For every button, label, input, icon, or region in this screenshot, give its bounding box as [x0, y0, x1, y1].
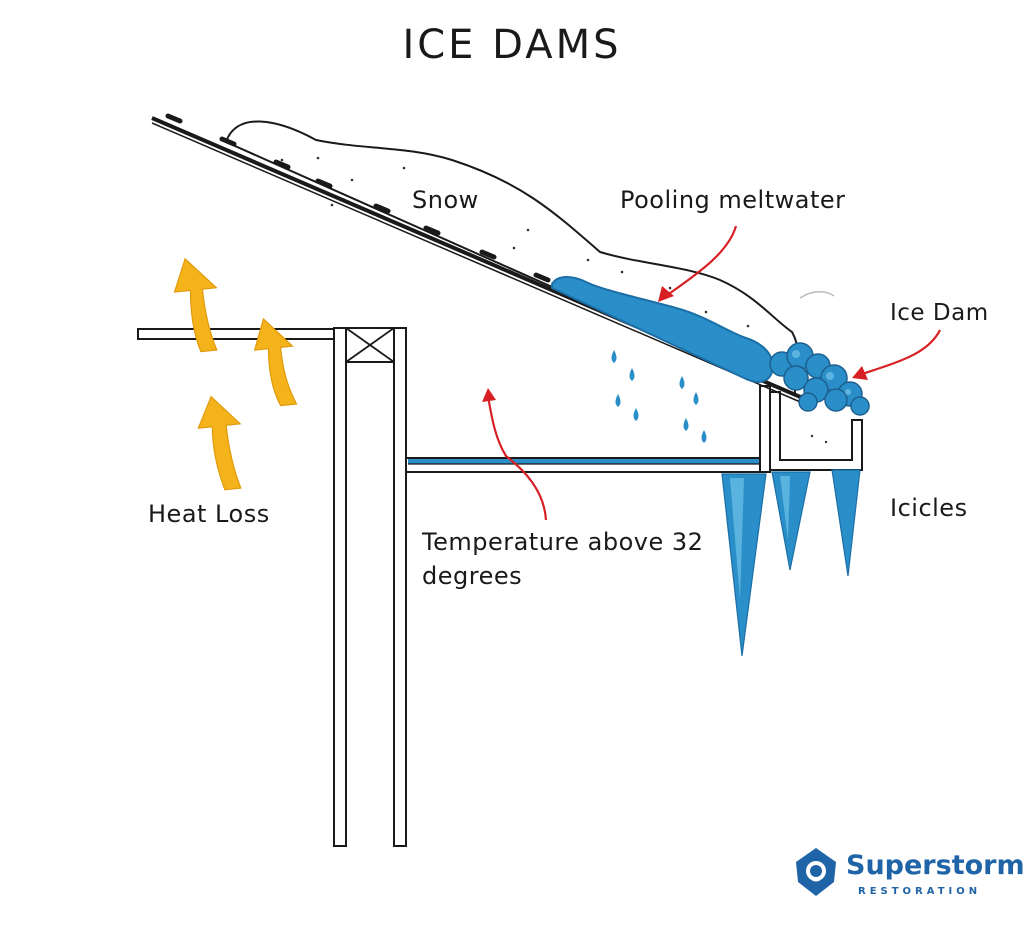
label-temperature-line1: Temperature above 32	[422, 528, 704, 556]
gutter	[769, 391, 863, 471]
pooling-meltwater	[551, 276, 774, 383]
diagram-title: ICE DAMS	[402, 22, 622, 68]
ice-dam	[769, 342, 870, 416]
superstorm-logo-icon	[796, 848, 836, 896]
insulation-strip	[408, 459, 760, 464]
gutter-specks	[810, 434, 828, 444]
label-snow: Snow	[412, 186, 479, 214]
label-pooling-meltwater: Pooling meltwater	[620, 186, 846, 214]
fascia-board	[759, 385, 771, 473]
logo-name: Superstorm	[846, 850, 1024, 881]
icicles	[721, 469, 861, 657]
logo-tagline: RESTORATION	[858, 886, 982, 897]
heat-arrow-icon	[173, 257, 298, 491]
label-ice-dam: Ice Dam	[890, 300, 989, 326]
ceiling-board	[137, 328, 337, 340]
label-heat-loss: Heat Loss	[148, 500, 270, 528]
water-drop-icon	[611, 350, 707, 443]
red-pointer-arrow-icon	[486, 225, 941, 521]
wall-stud-right	[393, 327, 407, 847]
label-icicles: Icicles	[890, 494, 968, 522]
wall-stud-left	[333, 327, 347, 847]
label-temperature-line2: degrees	[422, 562, 523, 590]
